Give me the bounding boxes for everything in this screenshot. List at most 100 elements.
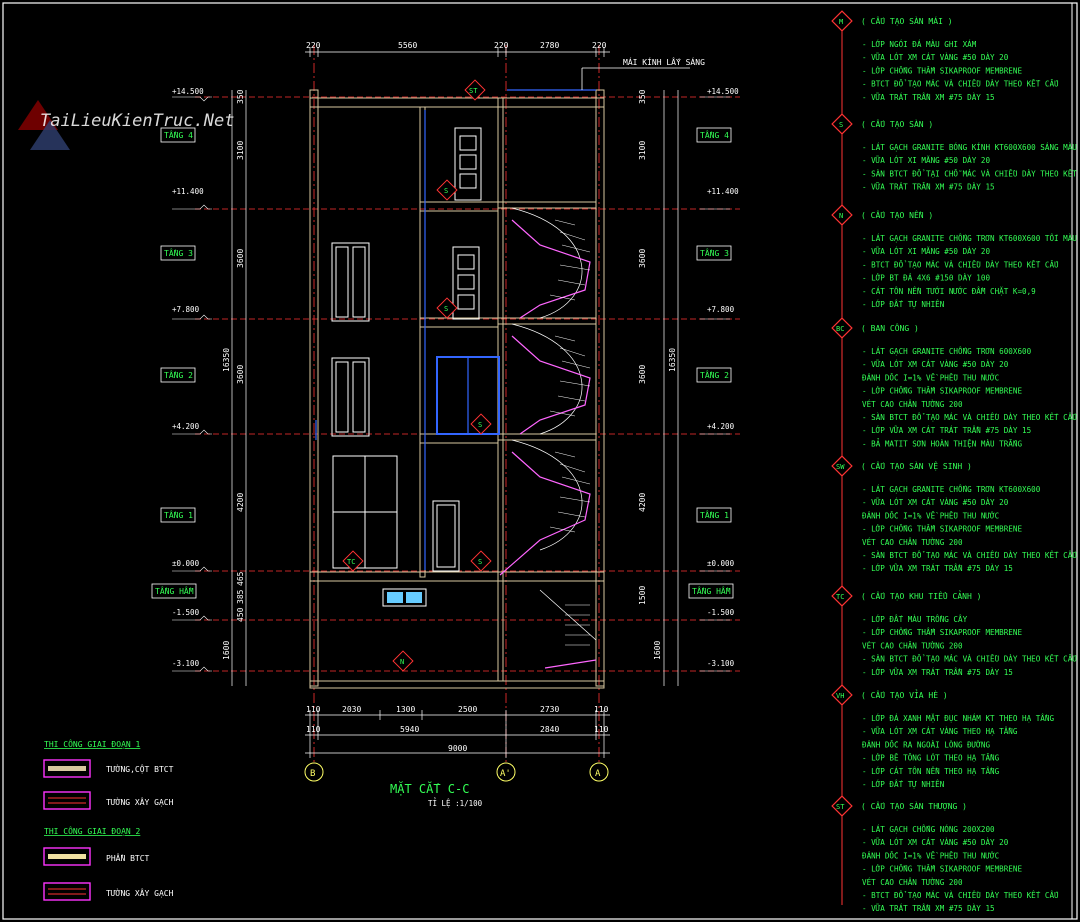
bottom-dim-r1-2: 2030 <box>342 705 361 714</box>
note-title: ( CẤU TẠO SÀN THƯỢNG ) <box>861 800 967 811</box>
bottom-dim-r2-4: 110 <box>594 725 609 734</box>
note-line: - BẢ MATIT SƠN HOÀN THIỆN MÀU TRẮNG <box>862 439 1022 448</box>
legend-stage2-item-2: TƯỜNG XÂY GẠCH <box>106 887 174 898</box>
bottom-dim-r2-3: 2840 <box>540 725 559 734</box>
total-height-right: 16350 <box>668 348 677 372</box>
bottom-total: 9000 <box>448 744 467 753</box>
note-line: - LỚP NGÓI ĐÁ MÀU GHI XÁM <box>862 40 977 49</box>
note-line: - SÀN BTCT ĐỔ TẠI CHỖ MÁC VÀ CHIỀU DÀY T… <box>862 169 1080 178</box>
note-block-tc: TC( CẤU TẠO KHU TIỂU CẢNH )- LỚP ĐẤT MÀU… <box>831 585 1077 677</box>
note-line: - LÁT GẠCH GRANITE CHỐNG TRƠN 600X600 <box>862 347 1032 356</box>
note-line: - LÁT GẠCH GRANITE CHỐNG TRƠN KT600X600 … <box>862 234 1077 243</box>
note-line: - VỮA LÓT XI MĂNG #50 DÀY 20 <box>862 247 990 256</box>
basement-window <box>382 588 427 607</box>
note-line: - LỚP VỮA XM CÁT TRÁT TRẦN #75 DÀY 15 <box>862 426 1031 435</box>
total-height-texts: 16350 16350 <box>222 348 677 372</box>
note-block-vh: VH ( CẤU TẠO VỈA HÈ ) - LỚP ĐÁ XANH MẶT ĐỤ… <box>831 684 1054 789</box>
bottom-dim-r1-4: 2500 <box>458 705 477 714</box>
construction-notes-panel: M( CẤU TẠO SÀN MÁI )- LỚP NGÓI ĐÁ MÀU GH… <box>831 10 1080 913</box>
floor-left-2: TẦNG 2 <box>164 369 193 380</box>
top-dimension-line <box>305 47 610 57</box>
note-line: - LỚP ĐẤT TỰ NHIÊN <box>862 780 945 789</box>
svg-text:N: N <box>400 658 404 666</box>
note-tag-label: N <box>839 212 843 220</box>
note-title: ( CẤU TẠO NỀN ) <box>861 209 933 220</box>
legend-stage2-title: THI CÔNG GIAI ĐOẠN 2 <box>44 825 141 836</box>
note-line: - SÀN BTCT ĐỔ TẠO MÁC VÀ CHIỀU DÀY THEO … <box>862 655 1077 664</box>
floor-right-basement: TẦNG HẦM <box>692 585 731 596</box>
floor-left-basement: TẦNG HẦM <box>155 585 194 596</box>
bottom-dimension-lines <box>305 710 610 758</box>
bottom-dim-texts: 110 2030 1300 2500 2730 110 110 5940 284… <box>306 705 609 753</box>
basement-glass-1 <box>387 592 403 603</box>
note-tag-label: BC <box>836 325 844 333</box>
note-line: - CÁT TÔN NỀN TƯỚI NƯỚC ĐẦM CHẶT K=0,9 <box>862 287 1036 296</box>
right-dim-3: 3600 <box>638 249 647 268</box>
note-line: - LỚP ĐÁ XANH MẶT ĐỤC NHÁM KT THEO HẠ TẦ… <box>862 714 1054 723</box>
right-dim-5: 4200 <box>638 493 647 512</box>
level-left-1: +14.500 <box>172 87 204 96</box>
blue-glazing <box>315 89 596 570</box>
note-tag-diamond <box>831 204 853 226</box>
note-tag-label: ST <box>836 803 845 811</box>
left-dim-4: 3600 <box>236 365 245 384</box>
note-line: - VỮA LÓT XM CÁT VÀNG #50 DÀY 20 <box>862 53 1009 62</box>
skylight-label: MÁI KÍNH LẤY SÁNG <box>623 56 705 67</box>
level-right-5: ±0.000 <box>707 559 735 568</box>
svg-text:S: S <box>478 421 482 429</box>
note-tag-diamond <box>831 795 853 817</box>
note-block-m: M( CẤU TẠO SÀN MÁI )- LỚP NGÓI ĐÁ MÀU GH… <box>831 10 1059 102</box>
legend-stage2-item-1: PHẦN BTCT <box>106 852 150 863</box>
axis-b: B <box>310 769 315 779</box>
note-line: - BTCT ĐỔ TẠO MÁC VÀ CHIỀU DÀY THEO KẾT … <box>862 80 1059 89</box>
level-right-3: +7.800 <box>707 305 735 314</box>
top-dim-texts: 220 5560 220 2780 220 <box>306 41 607 50</box>
basement-glass-2 <box>406 592 422 603</box>
left-dim-1: 350 <box>236 89 245 104</box>
note-line: ĐÁNH DỐC I=1% VỀ PHỄU THU NƯỚC <box>862 511 999 520</box>
level-left-6: -1.500 <box>172 608 200 617</box>
legend-swatch-1 <box>43 759 91 778</box>
svg-text:TC: TC <box>347 558 355 566</box>
note-line: VÉT CAO CHÂN TƯỜNG 200 <box>862 878 963 887</box>
note-line: - LỚP CÁT TÔN NỀN THEO HẠ TẦNG <box>862 767 1000 776</box>
bottom-dim-r1-6: 110 <box>594 705 609 714</box>
note-line: ĐÁNH DỐC RA NGOÀI LÒNG ĐƯỜNG <box>862 740 990 749</box>
note-line: ĐÁNH DỐC I=1% VỀ PHỄU THU NƯỚC <box>862 373 999 382</box>
watermark-logo: TaiLieuKienTruc.Net <box>18 100 234 150</box>
note-title: ( BAN CÔNG ) <box>861 322 919 333</box>
note-tag-label: VH <box>836 692 844 700</box>
note-title: ( CẤU TẠO SÀN MÁI ) <box>861 15 953 26</box>
left-dim-7: 385 <box>236 589 245 604</box>
note-line: - LỚP ĐẤT TỰ NHIÊN <box>862 300 945 309</box>
vertical-dimension-lines <box>231 90 679 686</box>
section-tags: ST S S S TC S N <box>342 79 492 672</box>
note-tag-diamond <box>831 10 853 32</box>
top-dim-4: 2780 <box>540 41 559 50</box>
floor-right-1: TẦNG 1 <box>700 509 729 520</box>
floor-label-boxes <box>151 127 734 599</box>
note-block-s: S( CẤU TẠO SÀN )- LÁT GẠCH GRANITE BÓNG … <box>831 113 1080 192</box>
note-line: - VỮA LÓT XM CÁT VÀNG #50 DÀY 20 <box>862 498 1009 507</box>
note-title: ( CẤU TẠO SÀN VỆ SINH ) <box>861 460 972 471</box>
top-dim-1: 220 <box>306 41 321 50</box>
note-line: - SÀN BTCT ĐỔ TẠO MÁC VÀ CHIỀU DÀY THEO … <box>862 413 1077 422</box>
note-tag-diamond <box>831 585 853 607</box>
construction-legend: THI CÔNG GIAI ĐOẠN 1 TƯỜNG,CỘT BTCT TƯỜN… <box>43 738 174 901</box>
note-line: - LỚP VỮA XM TRÁT TRẦN #75 DÀY 15 <box>862 564 1013 573</box>
legend-swatch-1-fill <box>48 766 86 771</box>
bottom-dim-r1-1: 110 <box>306 705 321 714</box>
bottom-dim-r2-1: 110 <box>306 725 321 734</box>
note-block-st: ST( CẤU TẠO SÀN THƯỢNG )- LÁT GẠCH CHỐNG… <box>831 795 1059 913</box>
floor-left-4: TẦNG 4 <box>164 129 193 140</box>
note-line: - LỚP CHỐNG THẤM SIKAPROOF MEMBRENE <box>862 628 1022 637</box>
note-title: ( CẤU TẠO VỈA HÈ ) <box>861 689 948 700</box>
building-structure <box>309 89 605 689</box>
axis-a: A <box>595 769 601 779</box>
svg-text:S: S <box>444 305 448 313</box>
note-tag-diamond <box>831 113 853 135</box>
note-line: VÉT CAO CHÂN TƯỜNG 200 <box>862 400 963 409</box>
legend-swatch-3 <box>43 847 91 866</box>
